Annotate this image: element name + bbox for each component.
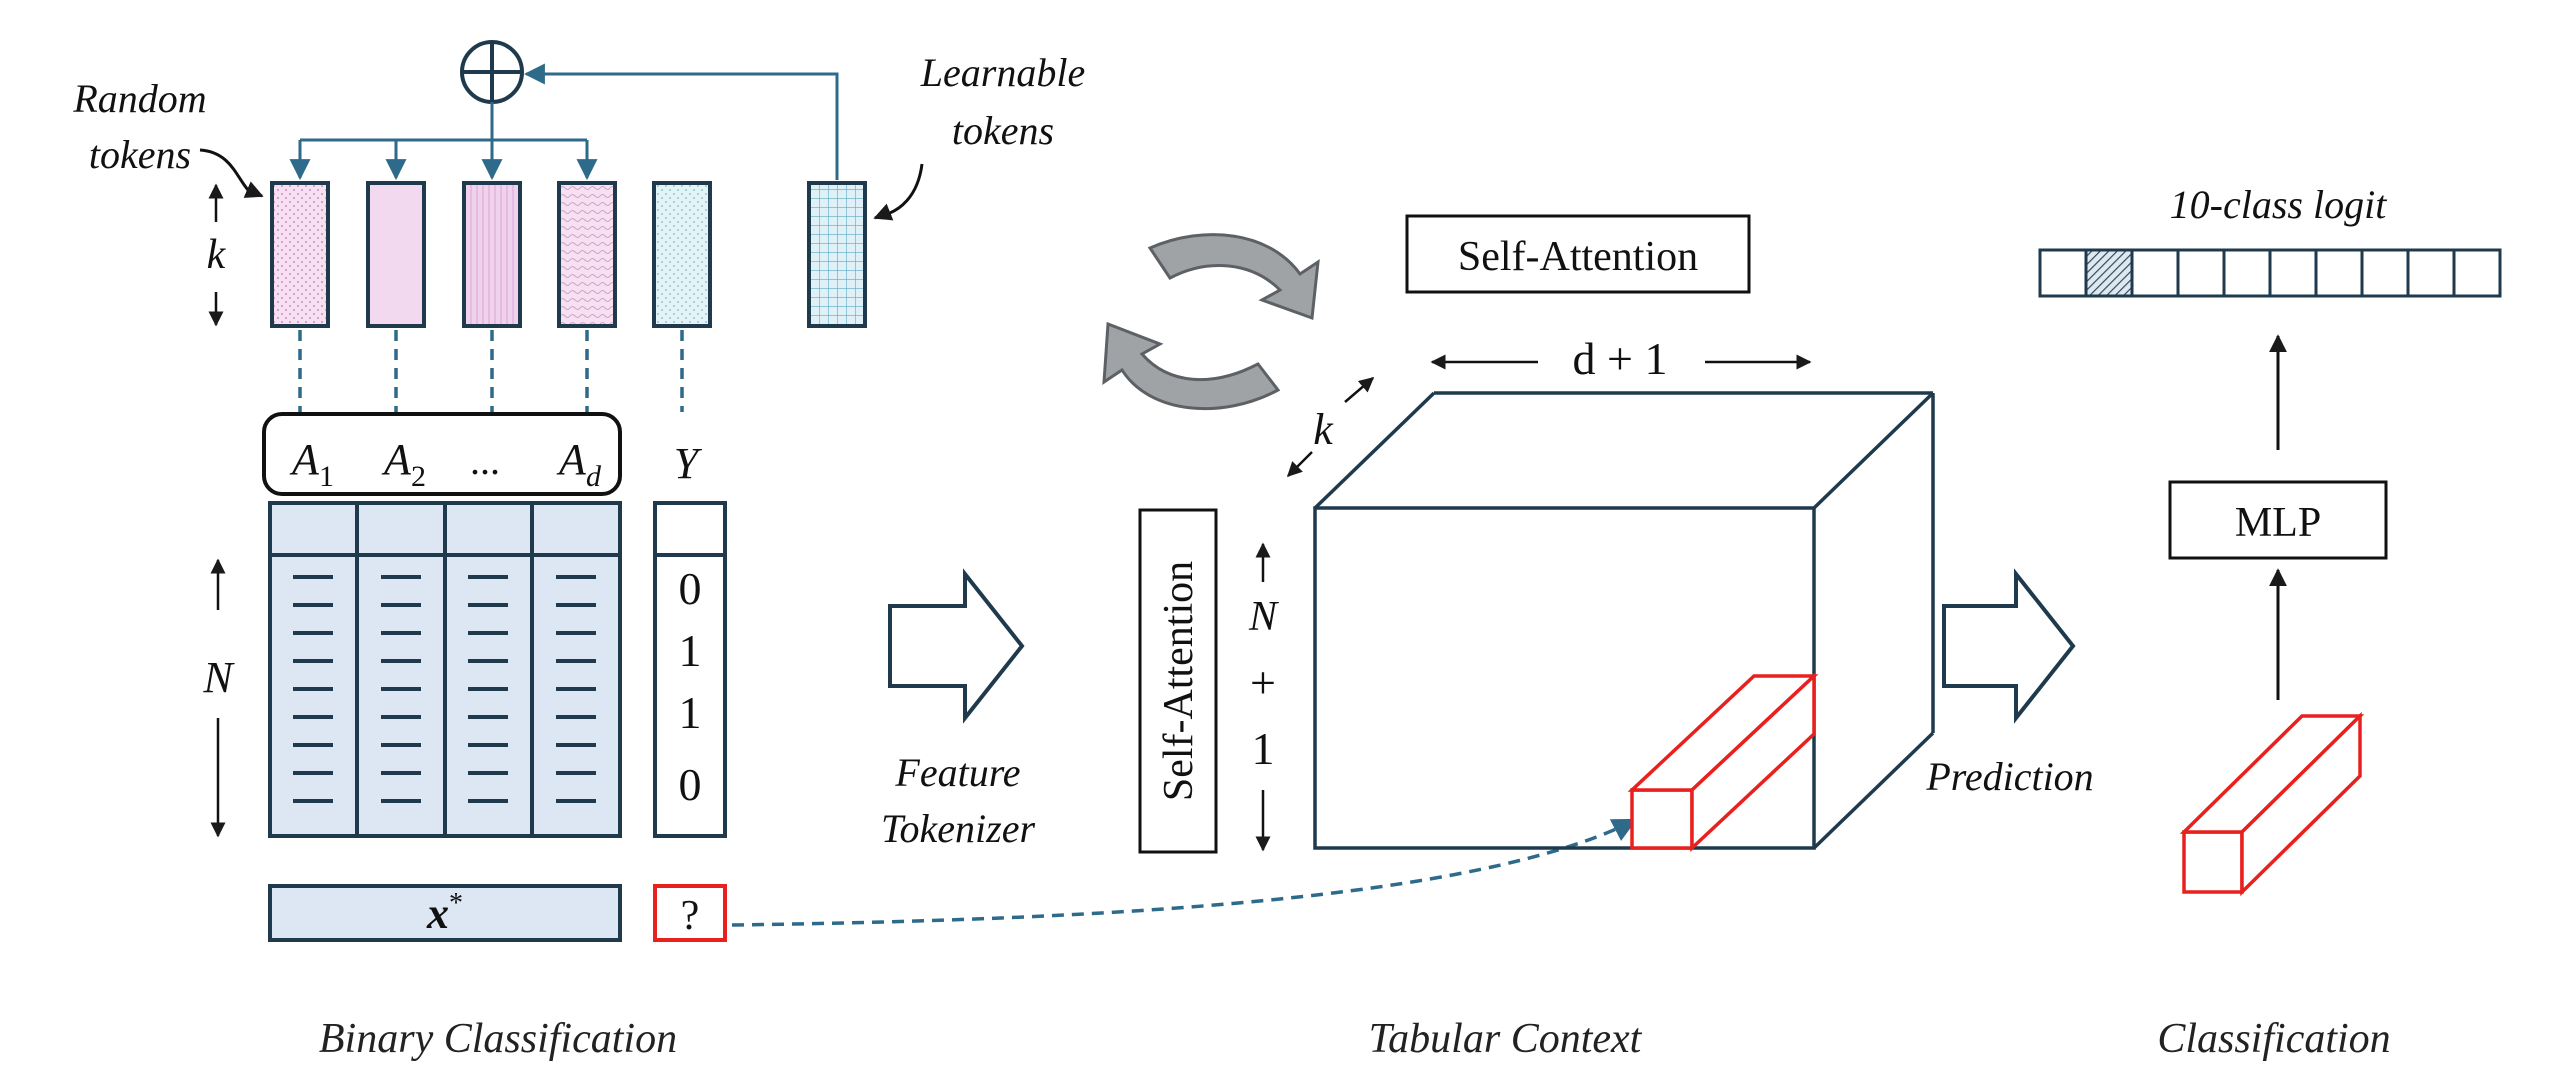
d-plus-one-label: d + 1 xyxy=(1573,333,1668,384)
self-attention-top-label: Self-Attention xyxy=(1458,234,1698,280)
header-dots: ... xyxy=(470,438,500,483)
label-value-2: 1 xyxy=(679,625,702,676)
header-a1: A1 xyxy=(289,435,334,493)
query-label-cell xyxy=(653,884,727,942)
feature-tokenizer-line1: Feature xyxy=(894,750,1020,795)
feature-table xyxy=(268,501,622,838)
learnable-tokens-pointer xyxy=(873,163,924,221)
random-token-4 xyxy=(557,181,617,328)
n1-label-one: 1 xyxy=(1252,723,1275,774)
feature-header-box xyxy=(262,412,622,496)
label-value-4: 0 xyxy=(679,759,702,810)
self-attention-side-box xyxy=(1138,508,1218,854)
random-token-1 xyxy=(270,181,330,328)
caption-tabular-context: Tabular Context xyxy=(1369,1016,1643,1062)
logit-cell xyxy=(2038,248,2088,298)
self-attention-side-label: Self-Attention xyxy=(1156,561,1202,801)
caption-binary-classification: Binary Classification xyxy=(319,1016,677,1062)
prediction-label: Prediction xyxy=(1925,754,2093,799)
mlp-label: MLP xyxy=(2235,500,2321,546)
label-value-3: 1 xyxy=(679,687,702,738)
random-tokens-label-line2: tokens xyxy=(89,132,191,177)
logit-cell xyxy=(2314,248,2364,298)
query-x-label: x* xyxy=(426,888,463,938)
k-diag-arrow-up xyxy=(1344,377,1375,403)
random-token-2 xyxy=(366,181,426,328)
tabular-context-cube xyxy=(1313,391,1935,850)
query-label-unknown: ? xyxy=(681,893,700,939)
k-label-left: k xyxy=(207,232,227,278)
learnable-tokens-label-line2: tokens xyxy=(952,108,1054,153)
logit-cell xyxy=(2268,248,2318,298)
tokenizer-arrow xyxy=(888,568,1025,724)
label-value-1: 0 xyxy=(679,563,702,614)
learnable-token xyxy=(807,181,867,328)
cycle-icon xyxy=(1102,233,1320,411)
aggregation-node xyxy=(460,40,524,104)
output-query-vector xyxy=(2179,711,2365,897)
logit-vector xyxy=(2038,248,2502,298)
n-label-left: N xyxy=(202,653,235,702)
n1-label-n: N xyxy=(1248,594,1279,640)
query-to-context-arrow xyxy=(731,818,1638,927)
mlp-box xyxy=(2168,480,2388,560)
random-tokens-label-line1: Random xyxy=(72,76,206,121)
token-dashed-connectors xyxy=(298,330,684,412)
feature-tokenizer-line2: Tokenizer xyxy=(881,806,1036,851)
logit-cell xyxy=(2084,248,2134,298)
header-y: Y xyxy=(674,439,703,488)
logit-cell xyxy=(2406,248,2456,298)
logit-cell xyxy=(2452,248,2502,298)
label-token xyxy=(652,181,712,328)
logit-cell xyxy=(2222,248,2272,298)
caption-classification: Classification xyxy=(2157,1016,2390,1062)
self-attention-top-box xyxy=(1405,214,1751,294)
n1-label-plus: + xyxy=(1250,657,1276,708)
query-vector-in-cube xyxy=(1627,671,1819,853)
label-column xyxy=(653,553,727,838)
header-ad: Ad xyxy=(556,435,602,493)
k-diag-arrow-down xyxy=(1286,451,1313,478)
prediction-arrow xyxy=(1942,568,2076,724)
logit-title: 10-class logit xyxy=(2170,182,2388,227)
random-tokens-pointer xyxy=(199,148,264,198)
query-row xyxy=(268,884,622,942)
learnable-tokens-label-line1: Learnable xyxy=(920,50,1085,95)
logit-cell xyxy=(2130,248,2180,298)
logit-cell xyxy=(2360,248,2410,298)
learnable-to-node-arrow xyxy=(523,63,839,180)
logit-cell xyxy=(2176,248,2226,298)
header-a2: A2 xyxy=(381,435,426,493)
label-header-cell xyxy=(653,501,727,557)
random-token-3 xyxy=(462,181,522,328)
k-label-middle: k xyxy=(1313,405,1334,454)
